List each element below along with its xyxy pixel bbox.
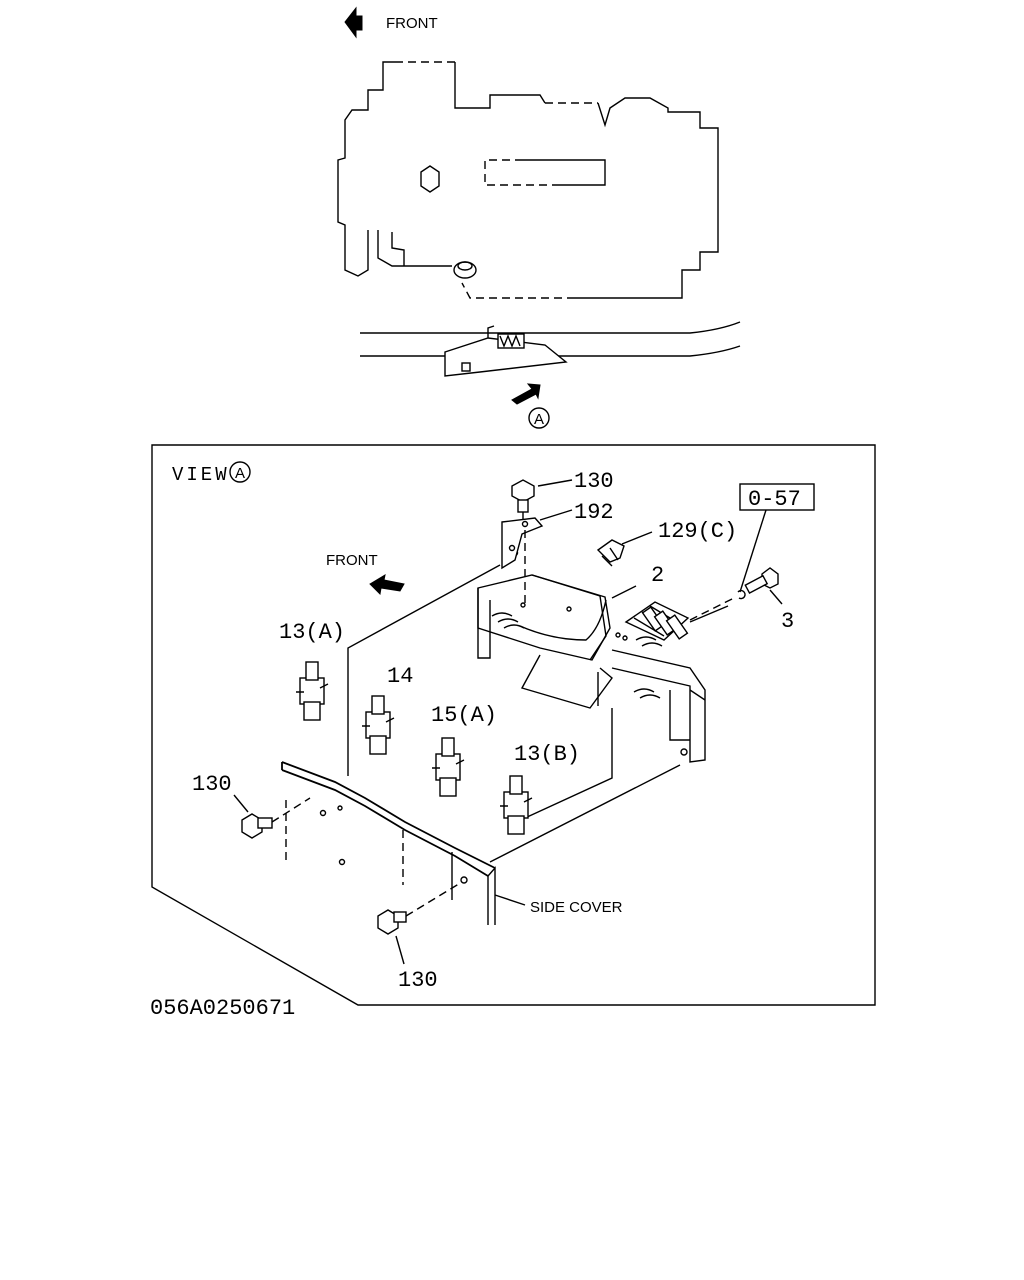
- label-relay-14: 14: [387, 664, 413, 689]
- view-arrow-icon: [511, 383, 541, 405]
- drawing-number: 056A0250671: [150, 996, 295, 1021]
- frame-rails: [360, 321, 741, 377]
- mounting-frame: [347, 564, 681, 863]
- relay-13b-icon: [500, 775, 533, 835]
- top-front-label: FRONT: [386, 15, 438, 32]
- front-arrow-icon: [344, 6, 363, 39]
- label-bolt-left: 130: [192, 772, 232, 797]
- top-view: FRONT: [337, 6, 741, 429]
- vehicle-outline: [337, 61, 719, 299]
- label-bracket-192: 192: [574, 500, 614, 525]
- label-clip-129c: 129(C): [658, 519, 737, 544]
- panel-front-arrow-icon: [369, 573, 405, 596]
- bracket-192: [501, 509, 573, 605]
- label-relay-15a: 15(A): [431, 703, 497, 728]
- bolt-130-left-icon: [233, 794, 311, 839]
- side-cover-label: SIDE COVER: [530, 899, 623, 916]
- screw-3-icon: [689, 567, 783, 621]
- view-a-panel: VIEW A FRONT 0-57: [151, 444, 876, 1006]
- clip-129c-icon: [596, 531, 653, 567]
- relay-13a-icon: [296, 661, 329, 721]
- svg-text:0-57: 0-57: [748, 487, 801, 512]
- label-relay-13a: 13(A): [279, 620, 345, 645]
- label-bolt-bottom: 130: [398, 968, 438, 993]
- label-relay-bracket-2: 2: [651, 563, 664, 588]
- label-relay-13b: 13(B): [514, 742, 580, 767]
- relay-15a-icon: [432, 737, 465, 797]
- label-bolt-top: 130: [574, 469, 614, 494]
- svg-text:A: A: [534, 411, 544, 428]
- view-a-marker: A: [528, 407, 550, 429]
- side-cover: SIDE COVER: [281, 761, 623, 925]
- relay-bracket: [477, 549, 729, 763]
- bolt-130-bottom-icon: [377, 881, 463, 965]
- label-screw-3: 3: [781, 609, 794, 634]
- view-title-marker: A: [229, 461, 251, 483]
- bolt-130-top-icon: [511, 479, 573, 522]
- view-title: VIEW: [172, 464, 230, 486]
- relay-14-icon: [362, 695, 395, 755]
- reference-box: 0-57: [739, 483, 815, 593]
- panel-front-label: FRONT: [326, 552, 378, 569]
- svg-text:A: A: [235, 465, 245, 482]
